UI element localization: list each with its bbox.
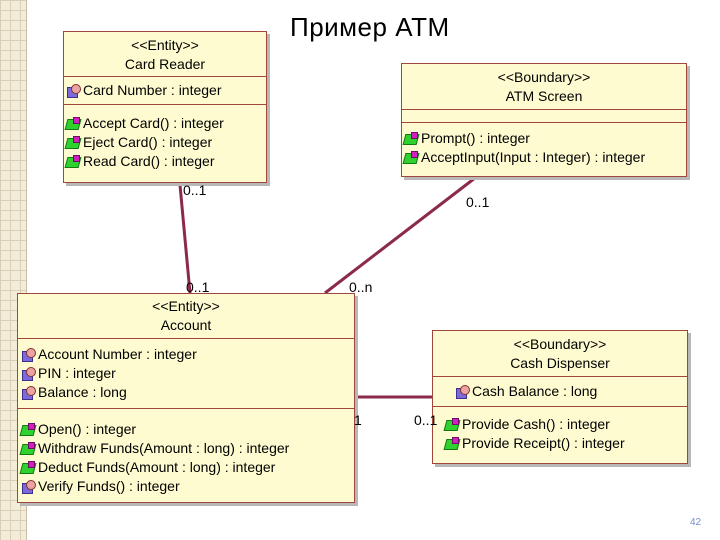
- multiplicity-account-top: 0..1: [186, 279, 210, 295]
- operation-row[interactable]: Prompt() : integer: [402, 129, 684, 148]
- attribute-text: Balance : long: [38, 384, 127, 400]
- class-name: Account: [160, 317, 212, 333]
- operation-row[interactable]: Read Card() : integer: [64, 152, 264, 171]
- grid-strip-edge: [26, 0, 27, 540]
- class-name: ATM Screen: [505, 88, 583, 104]
- multiplicity-reader: 0..1: [183, 182, 207, 198]
- operation-text: Accept Card() : integer: [83, 115, 224, 131]
- operation-text: Deduct Funds(Amount : long) : integer: [38, 459, 276, 475]
- attribute-text: PIN : integer: [38, 365, 116, 381]
- operation-text: Provide Receipt() : integer: [462, 435, 625, 451]
- stereotype-label: <<Entity>>: [131, 37, 199, 53]
- attribute-row[interactable]: PIN : integer: [21, 364, 352, 383]
- class-card-reader[interactable]: <<Entity>> Card Reader Card Number : int…: [63, 31, 267, 183]
- attribute-text: Card Number : integer: [83, 82, 222, 98]
- multiplicity-account-screen: 0..n: [349, 279, 373, 295]
- operation-icon: [19, 422, 37, 437]
- class-name: Card Reader: [124, 56, 206, 72]
- class-header: <<Boundary>> Cash Dispenser: [433, 331, 687, 377]
- class-name: Cash Dispenser: [510, 355, 610, 371]
- operation-icon: [64, 154, 82, 169]
- class-account[interactable]: <<Entity>> Account Account Number : inte…: [17, 293, 355, 503]
- attribute-row[interactable]: Balance : long: [21, 383, 352, 402]
- operation-icon: [64, 135, 82, 150]
- attribute-icon: [21, 385, 36, 400]
- operation-text: Verify Funds() : integer: [38, 478, 180, 494]
- operation-icon: [402, 131, 420, 146]
- operations-section: Prompt() : integer AcceptInput(Input : I…: [402, 123, 686, 171]
- attribute-icon: [455, 384, 470, 399]
- operation-row[interactable]: Eject Card() : integer: [64, 133, 264, 152]
- operation-text: Read Card() : integer: [83, 153, 215, 169]
- operation-icon: [443, 417, 461, 432]
- class-header: <<Entity>> Account: [18, 294, 354, 339]
- operation-text: AcceptInput(Input : Integer) : integer: [421, 149, 646, 165]
- operation-icon: [21, 479, 36, 494]
- attributes-section: Card Number : integer: [64, 77, 266, 105]
- attribute-row[interactable]: Account Number : integer: [21, 345, 352, 364]
- operation-text: Withdraw Funds(Amount : long) : integer: [38, 440, 290, 456]
- page-number: 42: [690, 517, 702, 528]
- operation-icon: [402, 150, 420, 165]
- class-header: <<Entity>> Card Reader: [64, 32, 266, 77]
- link-screen-account[interactable]: [324, 176, 476, 295]
- operation-icon: [19, 441, 37, 456]
- operation-icon: [64, 116, 82, 131]
- class-header: <<Boundary>> ATM Screen: [402, 64, 686, 110]
- slide-title: Пример ATM: [290, 12, 450, 42]
- operation-text: Open() : integer: [38, 421, 137, 437]
- operation-text: Provide Cash() : integer: [462, 416, 610, 432]
- operations-section: Accept Card() : integer Eject Card() : i…: [64, 105, 266, 175]
- multiplicity-account-right: 1: [354, 412, 362, 428]
- operation-text: Prompt() : integer: [421, 130, 530, 146]
- attribute-icon: [21, 366, 36, 381]
- operation-row[interactable]: AcceptInput(Input : Integer) : integer: [402, 148, 684, 167]
- operation-row[interactable]: Provide Cash() : integer: [443, 415, 685, 434]
- link-reader-account[interactable]: [178, 184, 192, 294]
- operation-row[interactable]: Deduct Funds(Amount : long) : integer: [19, 458, 352, 477]
- stereotype-label: <<Entity>>: [152, 298, 220, 314]
- operation-row[interactable]: Provide Receipt() : integer: [443, 434, 685, 453]
- attributes-section: Cash Balance : long: [433, 377, 687, 407]
- attribute-row[interactable]: Cash Balance : long: [455, 382, 685, 401]
- operation-row[interactable]: Withdraw Funds(Amount : long) : integer: [19, 439, 352, 458]
- grid-strip: [0, 0, 26, 540]
- multiplicity-screen: 0..1: [466, 194, 490, 210]
- operation-icon: [19, 460, 37, 475]
- attribute-icon: [66, 83, 81, 98]
- stereotype-label: <<Boundary>>: [513, 336, 607, 352]
- operation-text: Eject Card() : integer: [83, 134, 213, 150]
- operation-row[interactable]: Accept Card() : integer: [64, 114, 264, 133]
- class-cash-dispenser[interactable]: <<Boundary>> Cash Dispenser Cash Balance…: [432, 330, 688, 464]
- operation-icon: [443, 436, 461, 451]
- attribute-row[interactable]: Card Number : integer: [66, 81, 264, 100]
- attribute-icon: [21, 347, 36, 362]
- operations-section: Open() : integer Withdraw Funds(Amount :…: [18, 409, 354, 500]
- operation-row[interactable]: Open() : integer: [19, 420, 352, 439]
- attribute-text: Cash Balance : long: [472, 383, 598, 399]
- multiplicity-dispenser: 0..1: [414, 412, 438, 428]
- attributes-section: Account Number : integer PIN : integer B…: [18, 339, 354, 409]
- operation-row[interactable]: Verify Funds() : integer: [21, 477, 352, 496]
- stereotype-label: <<Boundary>>: [497, 69, 591, 85]
- operations-section: Provide Cash() : integer Provide Receipt…: [433, 407, 687, 457]
- attributes-section: [402, 110, 686, 123]
- class-atm-screen[interactable]: <<Boundary>> ATM Screen Prompt() : integ…: [401, 63, 687, 177]
- attribute-text: Account Number : integer: [38, 346, 197, 362]
